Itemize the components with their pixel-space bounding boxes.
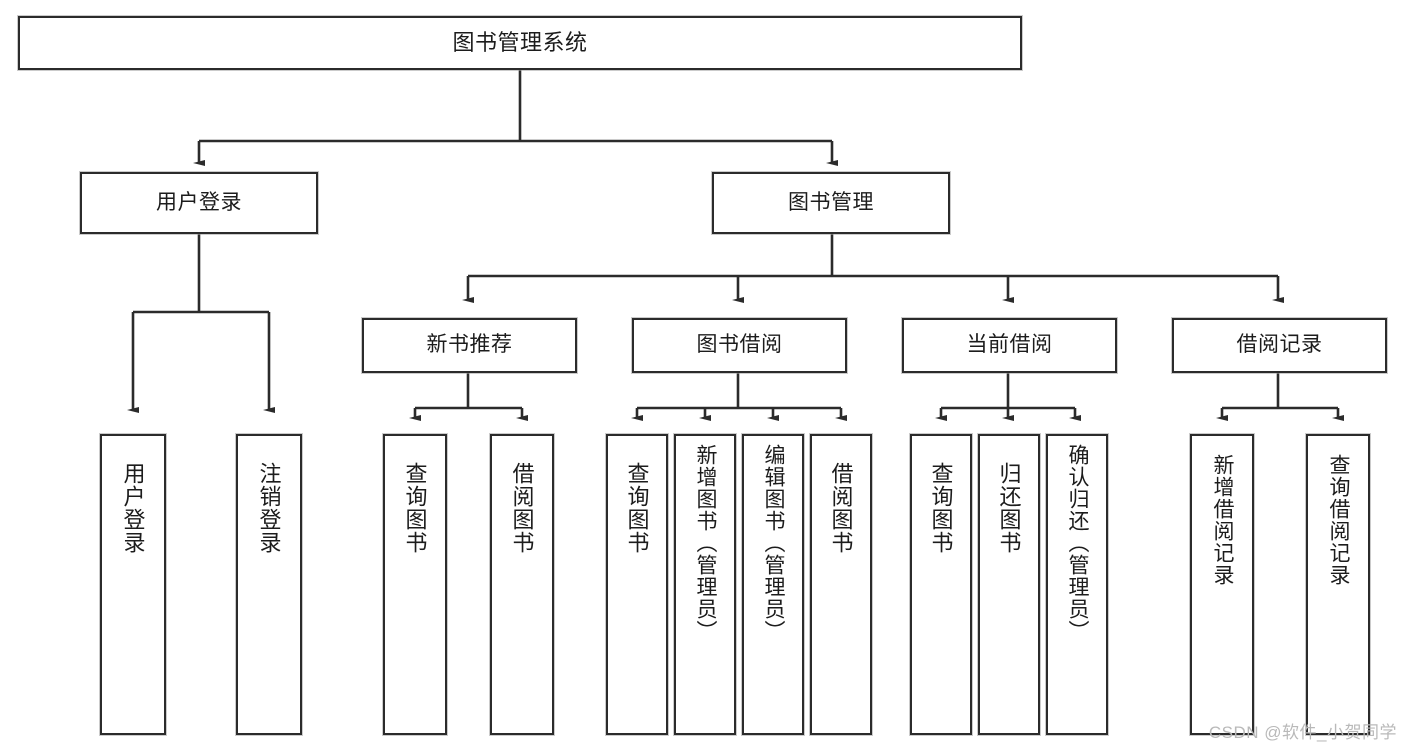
node-root[interactable]: 图书管理系统 [18, 16, 1022, 70]
node-leaf-query-record[interactable]: 查询借阅记录 [1306, 434, 1370, 735]
node-leaf-borrow-book-2-label: 借阅图书 [828, 462, 854, 554]
node-leaf-query-book-1-label: 查询图书 [402, 462, 428, 554]
node-book-manage-label: 图书管理 [788, 190, 874, 214]
node-leaf-borrow-book-1[interactable]: 借阅图书 [490, 434, 554, 735]
node-leaf-query-book-3-label: 查询图书 [928, 462, 954, 554]
node-leaf-user-login[interactable]: 用户登录 [100, 434, 166, 735]
node-book-borrow[interactable]: 图书借阅 [632, 318, 847, 373]
node-leaf-return-book[interactable]: 归还图书 [978, 434, 1040, 735]
node-borrow-record[interactable]: 借阅记录 [1172, 318, 1387, 373]
node-new-book-recommend[interactable]: 新书推荐 [362, 318, 577, 373]
node-leaf-edit-book[interactable]: 编辑图书（管理员） [742, 434, 804, 735]
node-leaf-query-book-2[interactable]: 查询图书 [606, 434, 668, 735]
node-leaf-confirm-return-label: 确认归还（管理员） [1066, 444, 1090, 642]
node-leaf-add-book[interactable]: 新增图书（管理员） [674, 434, 736, 735]
node-current-borrow[interactable]: 当前借阅 [902, 318, 1117, 373]
node-new-book-recommend-label: 新书推荐 [426, 333, 513, 357]
node-leaf-query-book-1[interactable]: 查询图书 [383, 434, 447, 735]
node-leaf-add-record[interactable]: 新增借阅记录 [1190, 434, 1254, 735]
node-leaf-borrow-book-2[interactable]: 借阅图书 [810, 434, 872, 735]
node-leaf-return-book-label: 归还图书 [996, 462, 1022, 554]
node-leaf-edit-book-label: 编辑图书（管理员） [762, 444, 786, 642]
node-leaf-query-book-3[interactable]: 查询图书 [910, 434, 972, 735]
node-book-borrow-label: 图书借阅 [696, 333, 783, 357]
node-leaf-query-book-2-label: 查询图书 [624, 462, 650, 554]
node-user-login[interactable]: 用户登录 [80, 172, 318, 234]
node-borrow-record-label: 借阅记录 [1236, 333, 1323, 357]
node-leaf-add-book-label: 新增图书（管理员） [694, 444, 718, 642]
node-book-manage[interactable]: 图书管理 [712, 172, 950, 234]
node-user-login-label: 用户登录 [156, 190, 242, 214]
node-leaf-user-login-label: 用户登录 [120, 462, 146, 554]
node-leaf-user-logout-label: 注销登录 [256, 462, 282, 554]
node-leaf-user-logout[interactable]: 注销登录 [236, 434, 302, 735]
node-leaf-borrow-book-1-label: 借阅图书 [509, 462, 535, 554]
node-current-borrow-label: 当前借阅 [966, 333, 1053, 357]
node-leaf-confirm-return[interactable]: 确认归还（管理员） [1046, 434, 1108, 735]
csdn-watermark: CSDN @软件_小贺同学 [1208, 723, 1397, 742]
node-leaf-query-record-label: 查询借阅记录 [1327, 454, 1351, 586]
node-root-label: 图书管理系统 [452, 30, 588, 56]
node-leaf-add-record-label: 新增借阅记录 [1211, 454, 1235, 586]
